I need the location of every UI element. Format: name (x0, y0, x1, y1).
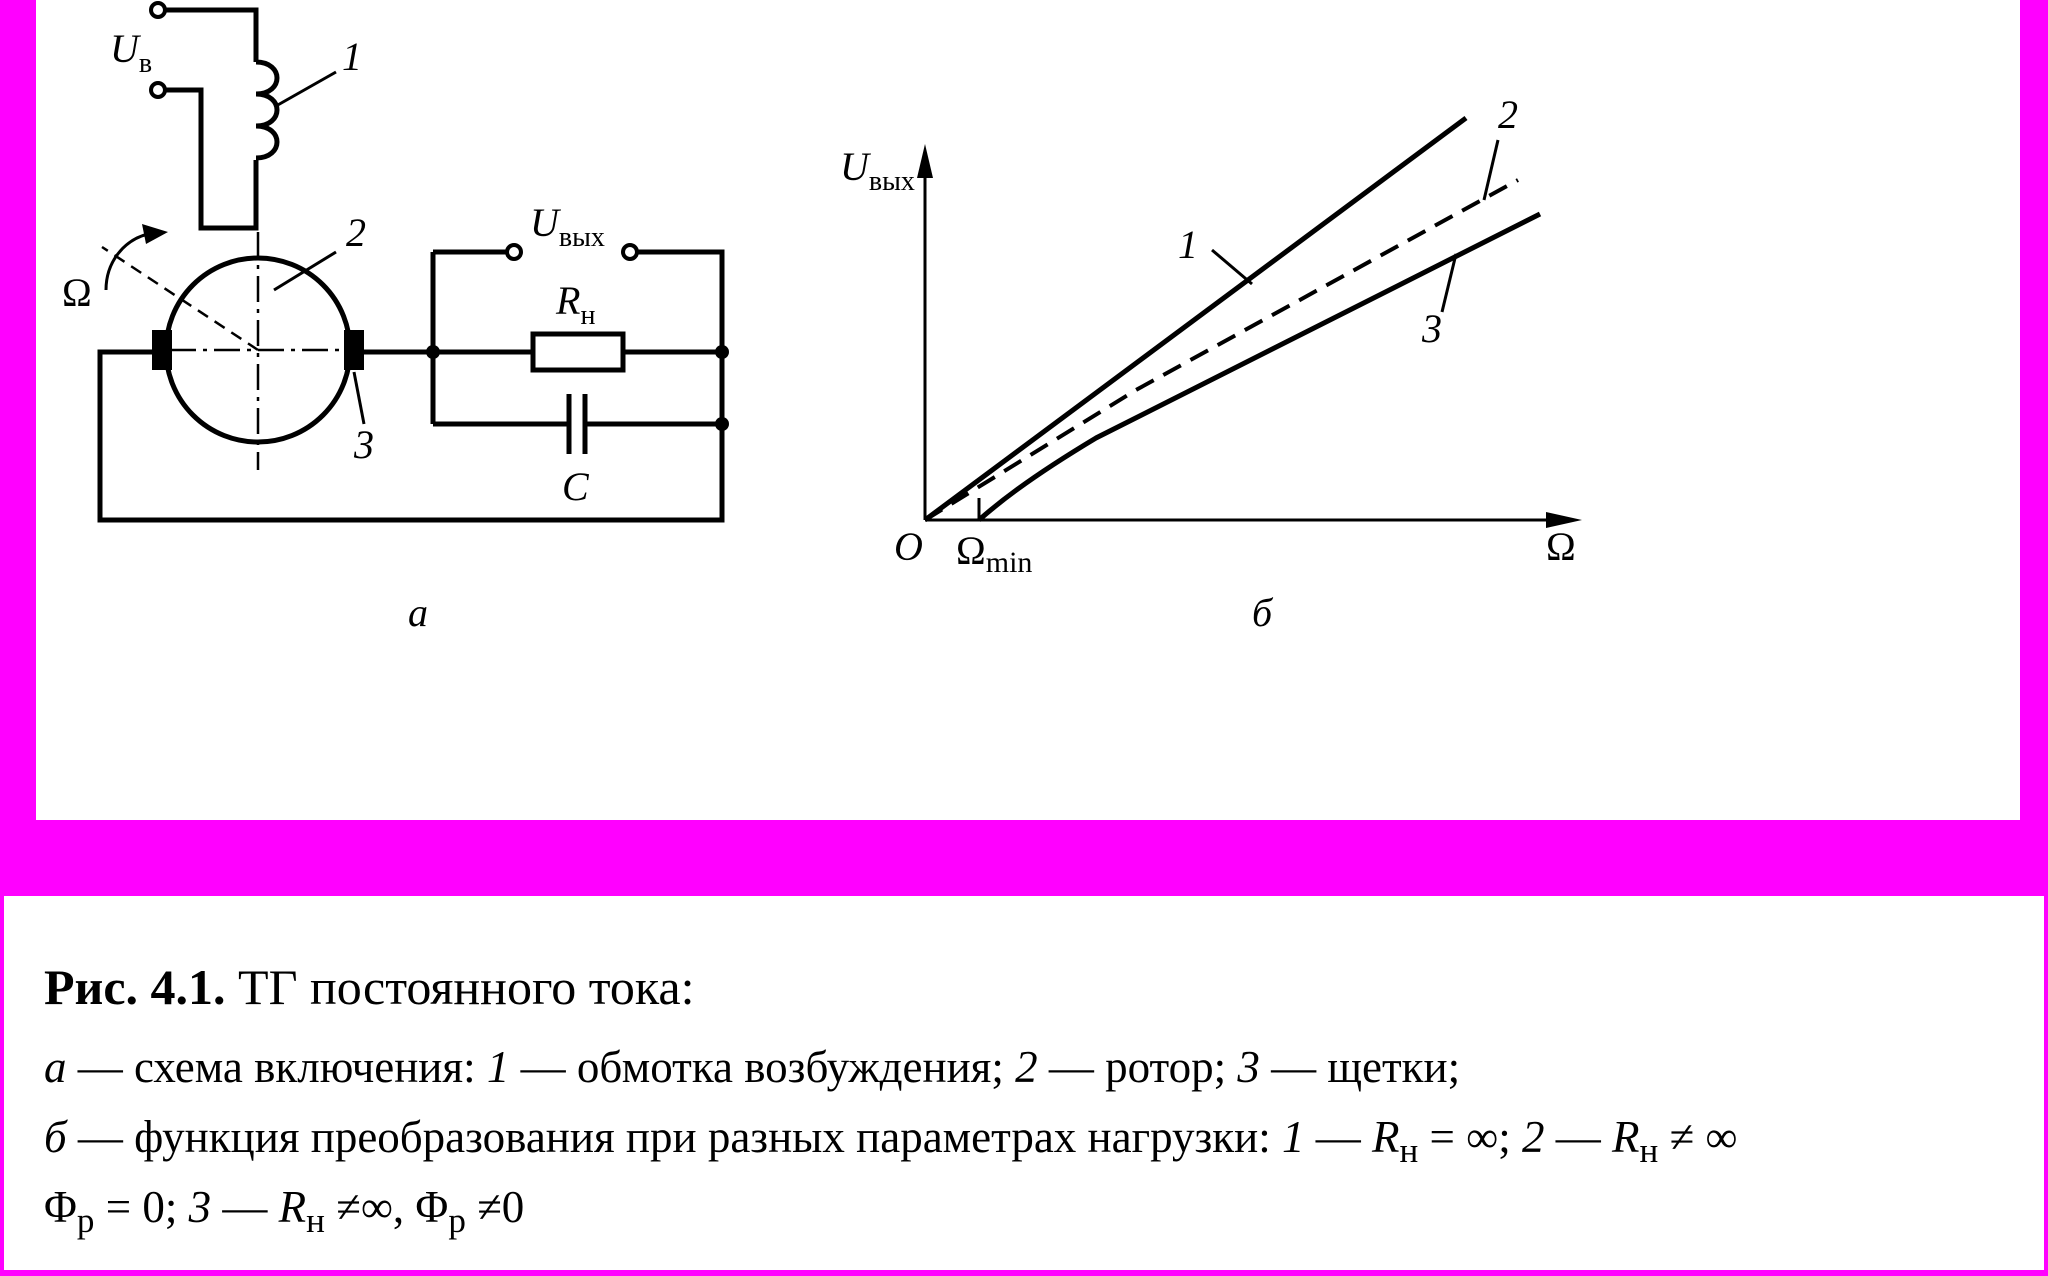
junction-dot (715, 417, 729, 431)
figure-panel: 1 Uв Ω 2 3 (36, 0, 2020, 820)
y-axis-arrowhead (917, 144, 933, 178)
curve-1-leader (1211, 248, 1253, 286)
label-brushes: 3 (353, 422, 374, 467)
brush-right (344, 330, 364, 370)
load-resistor (530, 331, 626, 373)
output-terminal-right (621, 243, 639, 261)
junction-dot (715, 345, 729, 359)
curve-2-label: 2 (1498, 92, 1518, 137)
figure-title: ТГ постоянного тока: (238, 959, 695, 1015)
caption-title: Рис. 4.1. ТГ постоянного тока: (44, 958, 695, 1016)
brush-left (152, 330, 172, 370)
u-b-label: Uв (110, 26, 152, 79)
output-terminal-left (505, 243, 523, 261)
circuit-schematic: 1 Uв Ω 2 3 (62, 1, 729, 635)
transfer-graph: Uвых Ω O Ωmin 1 2 3 б (840, 92, 1582, 635)
curve-2 (923, 178, 1519, 522)
caption-line-c: Φр = 0; 3 — Rн ≠∞, Φр ≠0 (44, 1182, 525, 1240)
rotor-dashed-radius (101, 245, 259, 352)
leader-2 (273, 250, 337, 292)
caption-panel: Рис. 4.1. ТГ постоянного тока: а — схема… (4, 896, 2044, 1270)
rotation-arrowhead (142, 224, 168, 244)
curve-1 (923, 115, 1468, 523)
leader-3 (352, 371, 366, 425)
excitation-wire-top (165, 7, 259, 62)
y-axis-label: Uвых (840, 144, 915, 197)
junction-dot (426, 345, 440, 359)
excitation-wire-bottom (165, 87, 259, 231)
curve-3-leader (1440, 253, 1458, 313)
origin-label: O (894, 524, 923, 569)
curve-2-leader (1482, 139, 1500, 201)
x-axis-arrowhead (1546, 512, 1582, 528)
excitation-coil (255, 59, 280, 161)
figure-number: Рис. 4.1. (44, 959, 226, 1015)
capacitor-label: C (562, 464, 590, 509)
terminal-bottom (149, 81, 167, 99)
omega-min-label: Ωmin (956, 528, 1032, 579)
terminal-top (149, 1, 167, 19)
label-rotor: 2 (346, 210, 366, 255)
figure-drawing: 1 Uв Ω 2 3 (62, 1, 1582, 635)
omega-label-schematic: Ω (62, 270, 92, 315)
x-axis-label: Ω (1546, 524, 1576, 569)
panel-label-b: б (1252, 590, 1274, 635)
label-excitation-winding: 1 (342, 34, 362, 79)
panel-label-a: а (408, 590, 428, 635)
rotation-arrow (104, 232, 149, 291)
curve-3 (977, 211, 1542, 522)
curve-3-label: 3 (1421, 306, 1442, 351)
caption-line-b: б — функция преобразования при разных па… (44, 1112, 1738, 1170)
u-out-label-schematic: Uвых (530, 200, 605, 253)
r-load-label: Rн (555, 278, 595, 331)
wire-out-right (637, 249, 725, 424)
leader-1 (275, 70, 337, 108)
caption-line-a: а — схема включения: 1 — обмотка возбужд… (44, 1042, 1461, 1092)
curve-1-label: 1 (1178, 222, 1198, 267)
wire-left-loop (97, 349, 725, 523)
